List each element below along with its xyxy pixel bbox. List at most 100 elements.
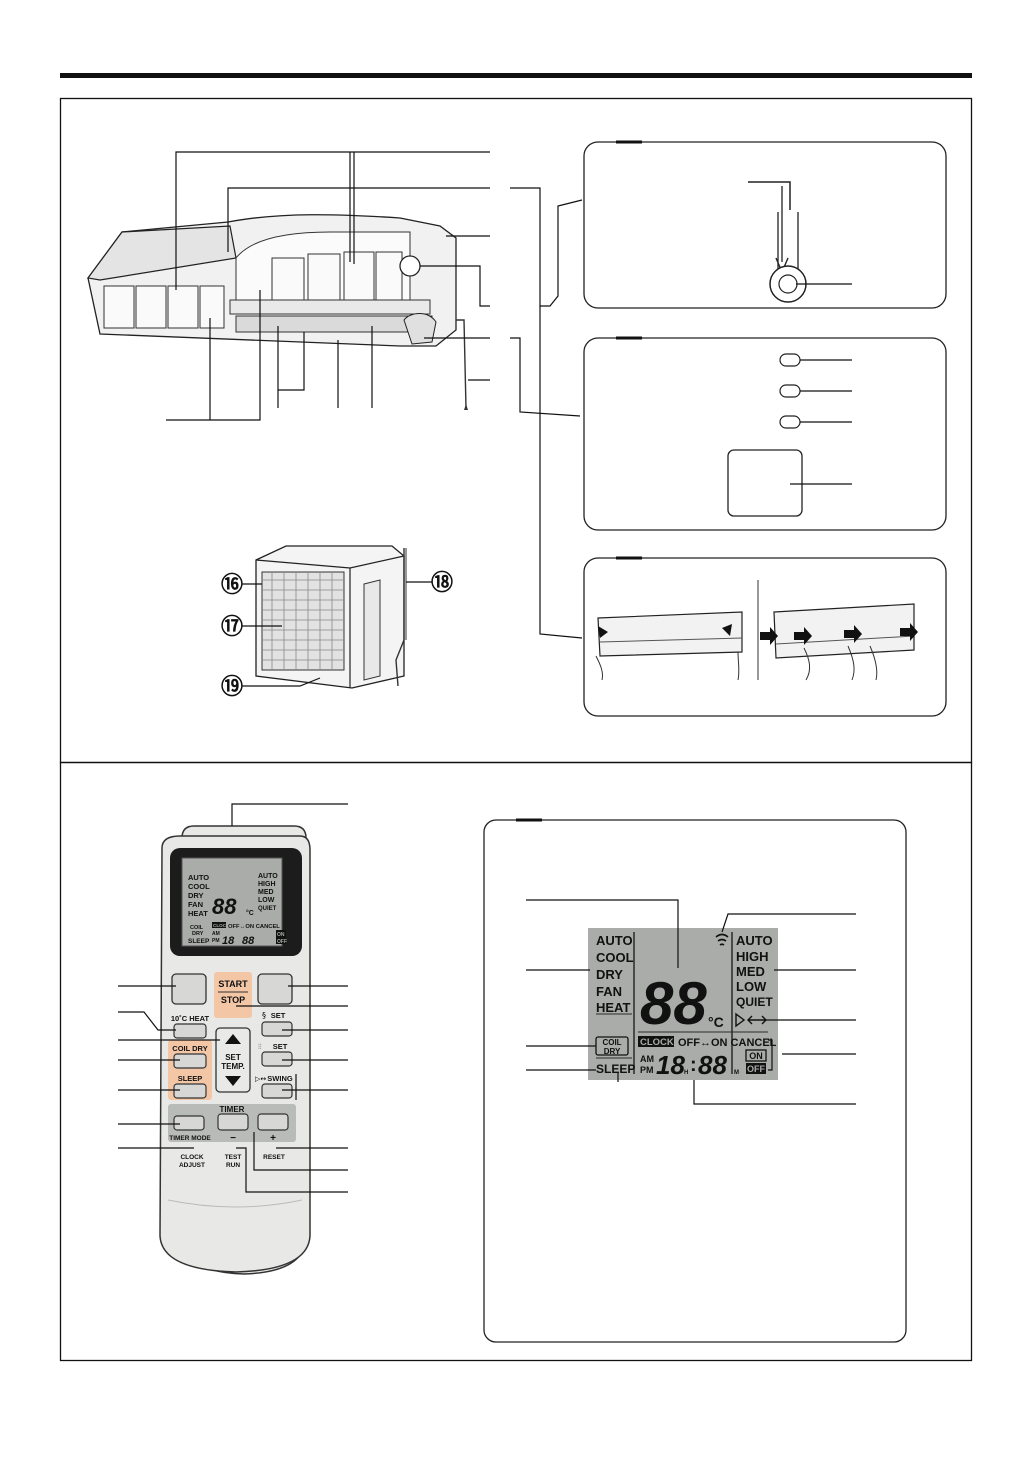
header-rule bbox=[60, 73, 972, 78]
heat10-label: 10˚C HEAT bbox=[171, 1014, 210, 1023]
remote-lcd-coil: COIL bbox=[190, 925, 204, 931]
display-m: M bbox=[734, 1070, 739, 1076]
remote-lcd-clock: CLOCK bbox=[213, 923, 230, 928]
display-fan-high: HIGH bbox=[736, 949, 769, 964]
remote-lcd-am: AM bbox=[212, 931, 220, 937]
temp-down-icon[interactable] bbox=[225, 1076, 241, 1086]
display-off: OFF bbox=[747, 1064, 765, 1074]
flap-set-label: SET bbox=[273, 1042, 288, 1051]
remote-lcd-fan-auto: AUTO bbox=[258, 873, 278, 880]
remote-lcd-mins: 88 bbox=[242, 935, 255, 947]
airflow-panel bbox=[583, 556, 947, 717]
remote-lcd-temp: 88 bbox=[212, 894, 237, 919]
remote-lcd-mode-cool: COOL bbox=[188, 882, 210, 891]
indoor-unit-illustration bbox=[86, 214, 468, 410]
display-panel bbox=[483, 818, 907, 1343]
display-am: AM bbox=[640, 1054, 654, 1064]
display-mode-heat: HEAT bbox=[596, 1000, 630, 1015]
display-unit: °C bbox=[708, 1014, 724, 1030]
fan-control-button[interactable] bbox=[257, 973, 293, 1005]
fan-set-button[interactable] bbox=[261, 1021, 293, 1037]
display-fan-quiet: QUIET bbox=[736, 995, 773, 1009]
display-mode-cool: COOL bbox=[596, 950, 634, 965]
timer-plus-button[interactable] bbox=[257, 1113, 289, 1131]
set-temp-rocker[interactable]: SET TEMP. bbox=[215, 1027, 251, 1093]
coil-dry-button[interactable] bbox=[173, 1053, 207, 1069]
callout-16: ⑯ bbox=[221, 572, 243, 597]
display-mins: 88 bbox=[698, 1050, 727, 1080]
remote-lcd-unit: °C bbox=[246, 909, 254, 917]
remote-lcd-mode-dry: DRY bbox=[188, 891, 204, 900]
display-coil: COIL bbox=[602, 1038, 621, 1047]
display-sleep: SLEEP bbox=[596, 1062, 635, 1076]
lower-panel-frame bbox=[59, 761, 973, 1362]
set-temp-label-2: TEMP. bbox=[221, 1062, 244, 1071]
clock-adjust-label-2: ADJUST bbox=[179, 1162, 205, 1169]
display-timer-row: OFF↔ON CANCEL bbox=[678, 1037, 777, 1049]
callout-18: ⑱ bbox=[431, 570, 453, 595]
remote-leader-lines bbox=[118, 803, 348, 1193]
remote-lcd-text: AUTO COOL DRY FAN HEAT 88 °C AUTO HIGH M… bbox=[188, 873, 287, 947]
indicator-lamp-panel bbox=[583, 336, 947, 531]
display-leader-lines bbox=[526, 899, 856, 1105]
display-hours: 18 bbox=[656, 1050, 685, 1080]
callout-17: ⑰ bbox=[221, 614, 243, 639]
master-control-button[interactable] bbox=[171, 973, 207, 1005]
fan-set-icon: § bbox=[262, 1011, 266, 1020]
outdoor-unit-illustration bbox=[255, 545, 407, 689]
test-run-label-1: TEST bbox=[225, 1154, 242, 1161]
remote-lcd-pm: PM bbox=[212, 938, 220, 944]
temp-up-icon[interactable] bbox=[225, 1034, 241, 1044]
timer-mode-button[interactable] bbox=[173, 1115, 205, 1131]
remote-lcd-mode-auto: AUTO bbox=[188, 873, 209, 882]
remote-lcd-hours: 18 bbox=[222, 935, 235, 947]
display-mode-auto: AUTO bbox=[596, 933, 633, 948]
display-pm: PM bbox=[640, 1065, 654, 1075]
display-colon: : bbox=[690, 1054, 697, 1076]
reset-label: RESET bbox=[263, 1154, 285, 1161]
timer-label: TIMER bbox=[220, 1105, 245, 1114]
remote-lcd-mode-fan: FAN bbox=[188, 900, 203, 909]
remote-lcd-timer-row: OFF↔ON CANCEL bbox=[228, 924, 280, 930]
remote-lcd-fan-quiet: QUIET bbox=[258, 906, 277, 912]
manual-auto-panel bbox=[583, 140, 947, 309]
sleep-label: SLEEP bbox=[178, 1074, 203, 1083]
heat10-button[interactable] bbox=[173, 1023, 207, 1039]
remote-lcd-fan-med: MED bbox=[258, 889, 274, 896]
timer-minus-button[interactable] bbox=[217, 1113, 249, 1131]
sleep-button[interactable] bbox=[173, 1083, 207, 1099]
display-lcd-text: AUTO COOL DRY FAN HEAT 88 °C AUTO HIGH M… bbox=[595, 932, 777, 1080]
remote-lcd-off: OFF bbox=[277, 939, 287, 945]
flap-set-icon: ⫶⫶ bbox=[258, 1043, 262, 1051]
signal-icon bbox=[715, 933, 729, 946]
display-fan-auto: AUTO bbox=[736, 933, 773, 948]
display-h: H bbox=[684, 1070, 688, 1076]
swing-indicator-icon bbox=[735, 1012, 767, 1028]
remote-lcd-mode-heat: HEAT bbox=[188, 909, 208, 918]
coil-dry-label: COIL DRY bbox=[172, 1044, 207, 1053]
flap-set-button[interactable] bbox=[261, 1051, 293, 1067]
display-mode-dry: DRY bbox=[596, 967, 623, 982]
set-temp-label-1: SET bbox=[225, 1053, 241, 1062]
timer-mode-label: TIMER MODE bbox=[169, 1135, 211, 1142]
swing-button[interactable] bbox=[261, 1083, 293, 1099]
display-clock: CLOCK bbox=[640, 1037, 674, 1048]
outdoor-callouts: ⑯ ⑰ ⑱ ⑲ bbox=[221, 570, 453, 699]
display-dry: DRY bbox=[604, 1047, 621, 1056]
remote-lcd-fan-low: LOW bbox=[258, 897, 275, 904]
display-mode-fan: FAN bbox=[596, 984, 622, 999]
start-label: START bbox=[218, 979, 248, 989]
display-fan-low: LOW bbox=[736, 979, 767, 994]
remote-lcd bbox=[181, 857, 283, 947]
fan-set-label: SET bbox=[271, 1011, 286, 1020]
outdoor-leader-lines bbox=[242, 581, 432, 687]
indoor-leader-lines bbox=[166, 151, 583, 639]
display-on: ON bbox=[749, 1051, 763, 1061]
swing-label: SWING bbox=[267, 1074, 293, 1083]
remote-lcd-fan-high: HIGH bbox=[258, 881, 276, 888]
display-temp: 88 bbox=[640, 970, 707, 1037]
stop-label: STOP bbox=[221, 995, 245, 1005]
remote-lcd-sleep: SLEEP bbox=[188, 938, 210, 945]
timer-minus-label: − bbox=[230, 1133, 236, 1144]
